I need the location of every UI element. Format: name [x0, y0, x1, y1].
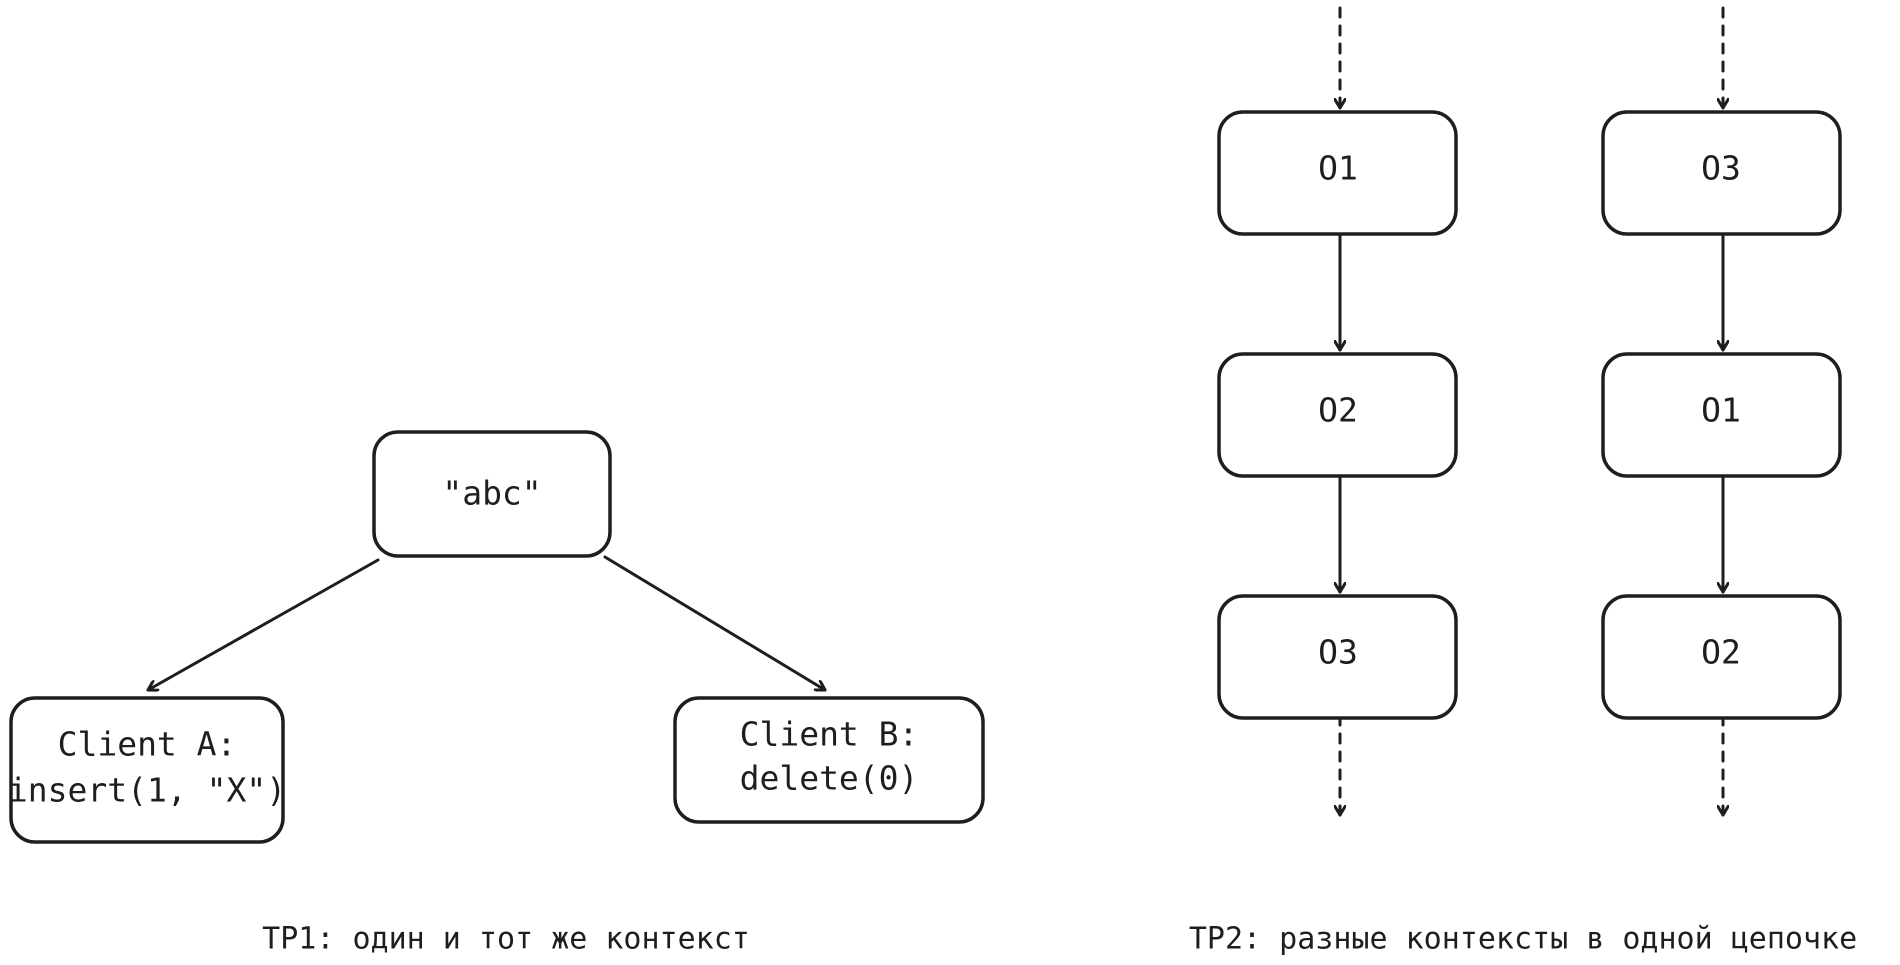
tp1-caption: TP1: один и тот же контекст: [262, 922, 750, 957]
client-b-label-line1: Client B:: [740, 715, 919, 754]
chain-right-node: O2: [1601, 594, 1842, 720]
client-b-node: Client B: delete(0): [673, 696, 985, 824]
client-b-label-line2: delete(0): [740, 759, 919, 798]
chain-right-node: O1: [1601, 352, 1842, 478]
chain-right-node-label: O3: [1701, 149, 1741, 188]
chain-left-node-label: O1: [1318, 149, 1358, 188]
edge-root-to-client-b: [603, 555, 827, 692]
tp2-caption: TP2: разные контексты в одной цепочке: [1189, 922, 1857, 957]
client-a-label-line1: Client A:: [58, 725, 237, 764]
tp2-diagram: O1 O2 O3 O3 O1: [1189, 6, 1857, 957]
client-a-node: Client A: insert(1, "X"): [8, 696, 286, 844]
client-a-label-line2: insert(1, "X"): [8, 771, 286, 810]
chain-left-node-label: O3: [1318, 633, 1358, 672]
chain-right-node-label: O1: [1701, 391, 1741, 430]
root-node: "abc": [372, 430, 612, 558]
chain-left-node: O1: [1217, 110, 1458, 236]
chain-left-node-label: O2: [1318, 391, 1358, 430]
chain-right: O3 O1 O2: [1601, 6, 1842, 817]
chain-right-node-label: O2: [1701, 633, 1741, 672]
chain-left-node: O2: [1217, 352, 1458, 478]
tp1-diagram: "abc" Client A: insert(1, "X") Client B:…: [8, 430, 985, 957]
edge-root-to-client-a: [146, 558, 380, 690]
chain-left-node: O3: [1217, 594, 1458, 720]
chain-right-node: O3: [1601, 110, 1842, 236]
chain-left: O1 O2 O3: [1217, 6, 1458, 817]
root-node-label: "abc": [442, 474, 541, 513]
